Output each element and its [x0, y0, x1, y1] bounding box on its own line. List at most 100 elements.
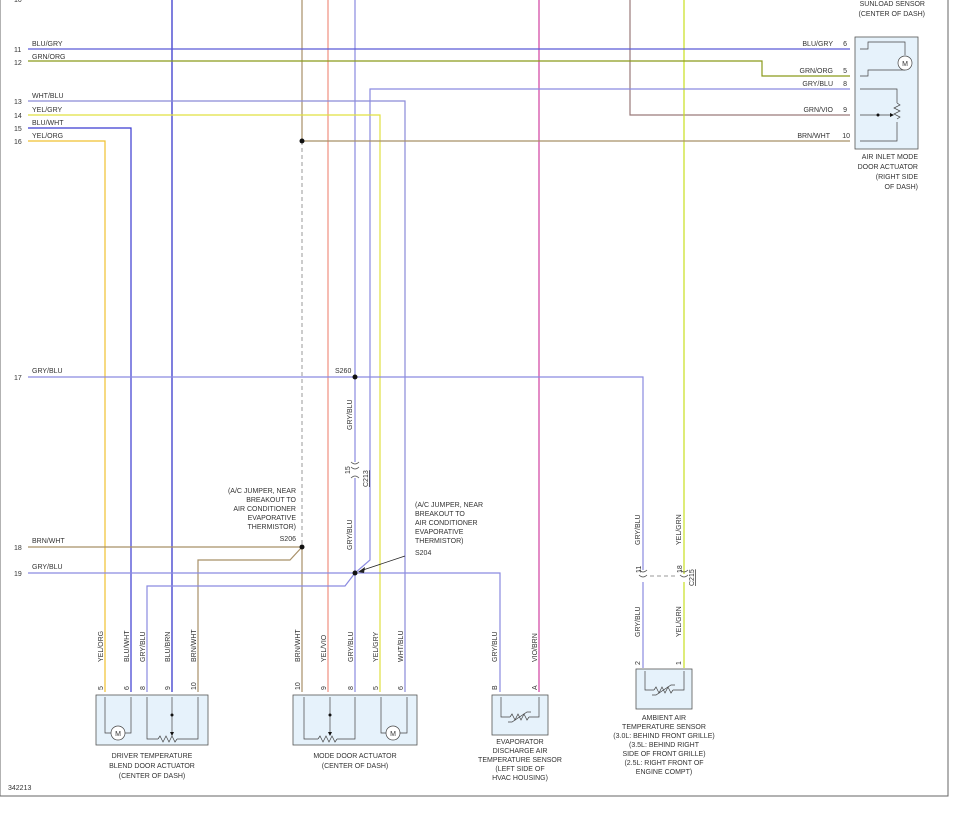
svg-text:SIDE OF FRONT GRILLE): SIDE OF FRONT GRILLE) [622, 751, 705, 758]
svg-text:AIR INLET MODE: AIR INLET MODE [862, 154, 919, 161]
svg-text:AIR CONDITIONER: AIR CONDITIONER [415, 520, 478, 527]
svg-text:M: M [115, 731, 121, 738]
wires [28, 0, 850, 692]
svg-text:(LEFT SIDE OF: (LEFT SIDE OF [495, 766, 544, 773]
svg-text:GRN/VIO: GRN/VIO [803, 107, 833, 114]
svg-text:M: M [902, 61, 908, 68]
wire-grn-vio [629, 0, 850, 116]
svg-text:DRIVER TEMPERATURE: DRIVER TEMPERATURE [112, 753, 193, 760]
mode-door-actuator: BRN/WHT YEL/VIO GRY/BLU YEL/GRY WHT/BLU … [292, 629, 418, 770]
svg-text:BRN/WHT: BRN/WHT [191, 629, 198, 662]
s204-arrowhead [358, 567, 365, 573]
svg-text:YEL/GRY: YEL/GRY [373, 631, 380, 662]
vlabel-gry-blu-c215-bottom: GRY/BLU [635, 606, 642, 637]
splice-s204 [352, 570, 358, 576]
svg-text:8: 8 [140, 686, 147, 690]
svg-text:6: 6 [398, 686, 405, 690]
svg-text:(3.5L: BEHIND RIGHT: (3.5L: BEHIND RIGHT [629, 742, 700, 749]
svg-text:GRN/ORG: GRN/ORG [800, 68, 833, 75]
svg-text:8: 8 [843, 81, 847, 88]
svg-text:BLEND DOOR ACTUATOR: BLEND DOOR ACTUATOR [109, 763, 195, 770]
air-inlet-motor [897, 55, 913, 71]
label-s260: S260 [335, 368, 351, 375]
svg-text:WHT/BLU: WHT/BLU [398, 631, 405, 663]
evaporator-sensor: GRY/BLU VIO/BRN B A EVAPORATOR DISCHARGE… [478, 631, 562, 782]
wire-label-16: YEL/ORG [32, 133, 63, 140]
svg-text:BREAKOUT TO: BREAKOUT TO [246, 497, 296, 504]
jumper-206-note: (A/C JUMPER, NEAR BREAKOUT TO AIR CONDIT… [228, 488, 297, 543]
svg-text:BRN/WHT: BRN/WHT [797, 133, 830, 140]
vlabel-gry-blu-c213-top: GRY/BLU [347, 399, 354, 430]
pin-19: 19 [14, 571, 22, 578]
svg-text:10: 10 [295, 682, 302, 690]
wire-label-13: WHT/BLU [32, 93, 64, 100]
c213-pin: 15 [345, 466, 352, 474]
svg-text:B: B [492, 685, 499, 690]
svg-text:(CENTER OF DASH): (CENTER OF DASH) [119, 773, 186, 780]
svg-text:(A/C JUMPER, NEAR: (A/C JUMPER, NEAR [228, 488, 296, 495]
svg-text:(CENTER OF DASH): (CENTER OF DASH) [322, 763, 389, 770]
wire-gry-blu-8 [354, 88, 850, 574]
c215-connector [638, 569, 689, 578]
svg-text:AIR CONDITIONER: AIR CONDITIONER [233, 506, 296, 513]
ambient-air-sensor: 2 1 AMBIENT AIR TEMPERATURE SENSOR (3.0L… [613, 661, 714, 776]
svg-text:MODE DOOR ACTUATOR: MODE DOOR ACTUATOR [313, 753, 396, 760]
svg-text:5: 5 [843, 68, 847, 75]
diagram-border [0, 0, 949, 797]
svg-text:THERMISTOR): THERMISTOR) [415, 538, 463, 545]
wire-gry-blu-17 [28, 376, 644, 570]
svg-text:EVAPORATIVE: EVAPORATIVE [248, 515, 297, 522]
pin-13: 13 [14, 99, 22, 106]
c213-connector [350, 461, 360, 479]
driver-blend-actuator: YEL/ORG BLU/WHT GRY/BLU BLU/BRN BRN/WHT … [95, 629, 209, 780]
splice-s260 [352, 374, 358, 380]
svg-text:9: 9 [165, 686, 172, 690]
wire-blu-wht-15 [28, 127, 132, 692]
s204-leader [359, 555, 406, 572]
svg-text:5: 5 [98, 686, 105, 690]
vlabel-yel-grn-c215-top: YEL/GRN [676, 514, 683, 545]
svg-text:(RIGHT SIDE: (RIGHT SIDE [876, 174, 919, 181]
svg-text:GRY/BLU: GRY/BLU [348, 631, 355, 662]
pin-12: 12 [14, 60, 22, 67]
wire-label-17: GRY/BLU [32, 368, 63, 375]
svg-text:9: 9 [321, 686, 328, 690]
pin-18: 18 [14, 545, 22, 552]
svg-text:VIO/BRN: VIO/BRN [532, 633, 539, 662]
svg-text:OF DASH): OF DASH) [885, 184, 918, 191]
svg-text:BRN/WHT: BRN/WHT [295, 629, 302, 662]
svg-text:1: 1 [676, 661, 683, 665]
svg-text:6: 6 [843, 41, 847, 48]
svg-text:EVAPORATIVE: EVAPORATIVE [415, 529, 464, 536]
pin-14: 14 [14, 113, 22, 120]
svg-text:(CENTER OF DASH): (CENTER OF DASH) [859, 11, 926, 18]
wire-label-15: BLU/WHT [32, 120, 64, 127]
svg-text:9: 9 [843, 107, 847, 114]
svg-text:THERMISTOR): THERMISTOR) [248, 524, 296, 531]
svg-text:S204: S204 [415, 550, 431, 557]
svg-text:8: 8 [348, 686, 355, 690]
top-cut-pin: 10 [14, 0, 22, 4]
pin-16: 16 [14, 139, 22, 146]
figure-id: 342213 [8, 785, 31, 792]
splice-dot-top [299, 138, 305, 144]
pin-11: 11 [14, 47, 21, 54]
c213-name: C213 [363, 470, 370, 487]
splice-s206 [299, 544, 305, 550]
svg-text:TEMPERATURE SENSOR: TEMPERATURE SENSOR [622, 724, 706, 731]
svg-text:5: 5 [373, 686, 380, 690]
jumper-204-note: (A/C JUMPER, NEAR BREAKOUT TO AIR CONDIT… [415, 502, 483, 557]
svg-text:YEL/ORG: YEL/ORG [98, 631, 105, 662]
wire-gry-blu-to-dba [146, 572, 356, 692]
wire-yel-org-16 [28, 140, 106, 692]
svg-text:6: 6 [124, 686, 131, 690]
svg-text:2: 2 [635, 661, 642, 665]
pin-15: 15 [14, 126, 22, 133]
vlabel-gry-blu-c215-top: GRY/BLU [635, 514, 642, 545]
svg-text:BREAKOUT TO: BREAKOUT TO [415, 511, 465, 518]
svg-text:TEMPERATURE SENSOR: TEMPERATURE SENSOR [478, 757, 562, 764]
wire-label-11: BLU/GRY [32, 41, 63, 48]
wire-grn-org-12 [28, 60, 850, 77]
dashed-wires [301, 141, 676, 577]
